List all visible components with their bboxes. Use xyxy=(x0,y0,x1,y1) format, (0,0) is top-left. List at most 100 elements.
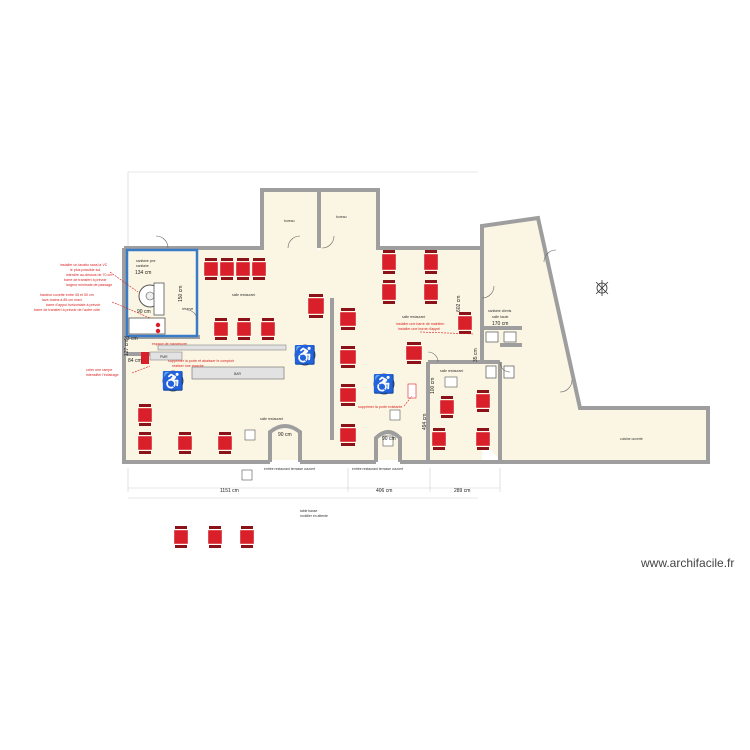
room-labels: bureau bureau sanitaire pmr sanitaire ré… xyxy=(136,215,643,518)
chair xyxy=(238,337,250,340)
chair xyxy=(238,318,250,321)
table-top xyxy=(251,261,267,277)
dining-table xyxy=(423,280,439,304)
dimension-labels: 134 cm 150 cm 90 cm 33 cm 84 cm 127 cm 9… xyxy=(124,270,508,494)
dim-33: 33 cm xyxy=(124,336,138,342)
dining-table xyxy=(475,428,491,450)
table-top xyxy=(203,261,219,277)
table-top xyxy=(260,321,276,337)
chair xyxy=(139,451,151,454)
table-top xyxy=(339,349,357,365)
chair xyxy=(139,423,151,426)
chair xyxy=(383,271,395,274)
note-16: supprimer la porte existante xyxy=(358,405,402,409)
chair xyxy=(341,346,355,349)
room-label-bureau-2: bureau xyxy=(336,215,347,219)
table-top xyxy=(431,431,447,447)
room-label-salle-4: salle restaurant xyxy=(440,369,463,373)
table-top xyxy=(339,387,357,403)
reference-lines xyxy=(127,171,501,499)
dining-table xyxy=(339,346,357,368)
room-label-sanitaires-clients: sanitaire clients xyxy=(488,309,512,313)
chair xyxy=(341,384,355,387)
table-top xyxy=(307,297,325,315)
chair xyxy=(477,390,489,393)
toilet-fixture xyxy=(138,282,165,316)
chair xyxy=(179,432,191,435)
chair xyxy=(425,271,437,274)
chair xyxy=(383,280,395,283)
entrance-label-2: entrée restaurant terrasse couvert xyxy=(352,467,403,471)
dim-100: 100 cm xyxy=(430,378,436,394)
table-top xyxy=(213,321,229,337)
chair xyxy=(477,428,489,431)
note-11: réaliser une marche xyxy=(172,364,204,368)
room-label-salle-2: salle restaurant xyxy=(260,417,283,421)
chair xyxy=(383,301,395,304)
chair xyxy=(407,342,421,345)
note-12: créer une rampe xyxy=(86,368,112,372)
chair xyxy=(441,415,453,418)
table-top xyxy=(475,431,491,447)
table-basse-label: table basse xyxy=(300,509,317,513)
table-top xyxy=(457,315,473,331)
door-swings xyxy=(155,235,573,393)
dining-table xyxy=(307,294,325,318)
note-10: supprimer la porte et abaisser le compto… xyxy=(168,359,235,363)
table-top xyxy=(207,529,223,545)
dining-table xyxy=(381,280,397,304)
chair xyxy=(459,331,471,334)
dim-84: 84 cm xyxy=(128,358,142,364)
chair xyxy=(441,396,453,399)
chair xyxy=(237,258,249,261)
note-13: intensifier l'éclairage xyxy=(86,373,118,377)
table-top xyxy=(381,253,397,271)
dining-table xyxy=(339,308,357,330)
chair xyxy=(459,312,471,315)
chair xyxy=(341,403,355,406)
sanitaire-enclosure xyxy=(125,248,199,338)
dim-90a: 90 cm xyxy=(137,309,151,315)
chair xyxy=(179,451,191,454)
chair xyxy=(407,361,421,364)
dim-150: 150 cm xyxy=(178,286,184,302)
dim-134: 134 cm xyxy=(135,270,151,276)
chair xyxy=(253,277,265,280)
table-top xyxy=(236,321,252,337)
room-label-sanitaire: sanitaire pmr xyxy=(136,259,156,263)
chair xyxy=(433,428,445,431)
table-top xyxy=(339,311,357,327)
table-top xyxy=(381,283,397,301)
compass-icon xyxy=(595,280,609,296)
dim-1151: 1151 cm xyxy=(220,488,239,494)
entrance-stool xyxy=(241,376,458,481)
chair xyxy=(139,432,151,435)
chair xyxy=(309,294,323,297)
dining-table xyxy=(457,312,473,334)
table-top xyxy=(405,345,423,361)
svg-text:♿: ♿ xyxy=(162,370,184,391)
annotation-leaders xyxy=(109,271,475,407)
dim-90c: 90 cm xyxy=(382,436,396,442)
chair xyxy=(215,318,227,321)
dining-table xyxy=(405,342,423,364)
chair xyxy=(425,250,437,253)
dining-table xyxy=(236,318,252,340)
chair xyxy=(477,447,489,450)
dining-table xyxy=(339,424,357,446)
dining-table xyxy=(217,432,233,454)
dim-90b: 90 cm xyxy=(278,432,292,438)
entrance-alcove-2 xyxy=(374,430,402,462)
svg-text:♿: ♿ xyxy=(294,344,316,365)
dining-table xyxy=(173,526,189,548)
table-basse-sub-label: mobilier en attente xyxy=(300,514,328,518)
dining-table xyxy=(475,390,491,412)
wheelchair-icon: ♿ xyxy=(294,344,316,366)
note-9: espace de manœuvre xyxy=(152,342,187,346)
room-label-salle-1: salle restaurant xyxy=(232,293,255,297)
note-14: installer une barre de maintien xyxy=(396,322,444,326)
watermark-text: www.archifacile.fr xyxy=(641,556,735,570)
table-top xyxy=(475,393,491,409)
dim-127: 127 cm xyxy=(124,340,130,356)
